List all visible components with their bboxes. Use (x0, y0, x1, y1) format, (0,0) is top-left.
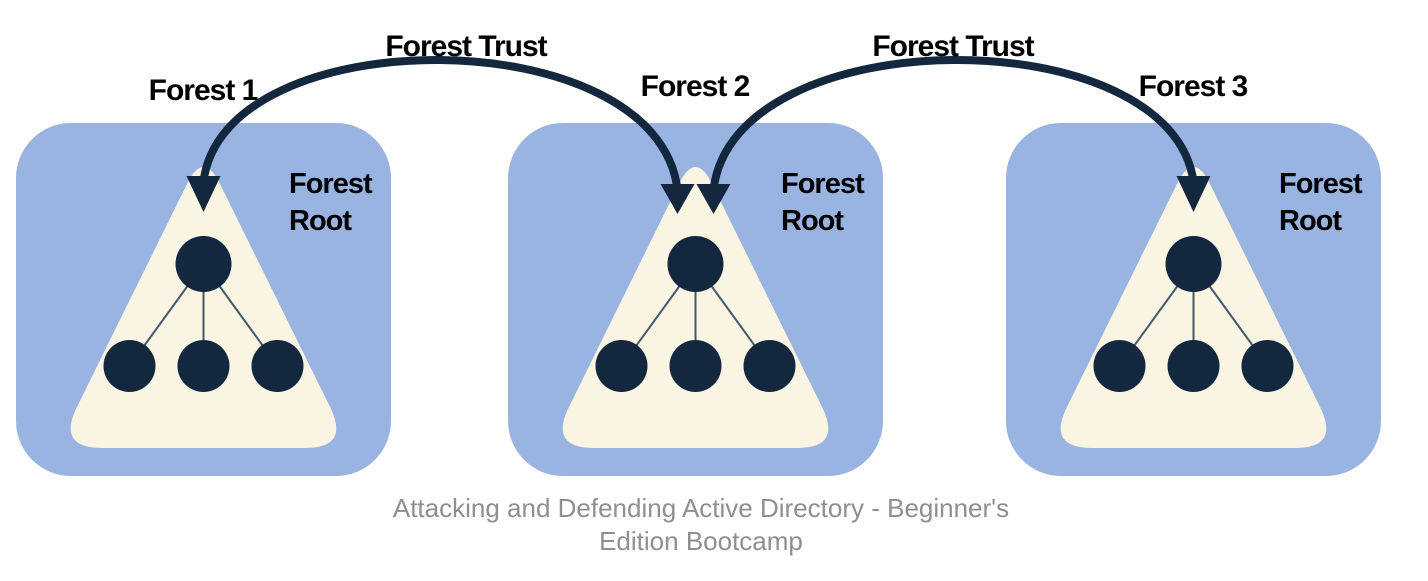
forest-3-root-node (1165, 236, 1222, 292)
forest-1-group (16, 123, 391, 476)
forest-3-child-node (1093, 340, 1146, 392)
forest-3-child-node (1167, 340, 1220, 392)
forest-2-child-node (595, 340, 648, 392)
trust-arrow-2-head-right (1176, 176, 1211, 212)
forest-2-child-node (743, 340, 796, 392)
forest-3-child-node (1241, 340, 1294, 392)
forest-2-child-node (669, 340, 722, 392)
trust-arrow-1-arc (199, 56, 682, 191)
forest-3-root-label: Forest Root (1279, 168, 1363, 237)
forest-2-label: Forest 2 (640, 70, 751, 103)
forest-1-child-node (177, 340, 230, 392)
caption-line-2: Edition Bootcamp (599, 526, 803, 556)
caption-line-1: Attacking and Defending Active Directory… (392, 493, 1010, 523)
forest-1-label: Forest 1 (148, 74, 259, 107)
forest-1-root-node (175, 236, 232, 292)
trust-2-label: Forest Trust (872, 30, 1034, 63)
trust-arrow-2 (696, 56, 1211, 214)
trust-arrow-2-head-left (696, 184, 731, 214)
forest-2-root-label: Forest Root (781, 168, 865, 237)
forest-1-root-label: Forest Root (289, 168, 373, 237)
trust-1-label: Forest Trust (385, 30, 547, 63)
forest-3-group (1006, 123, 1381, 476)
trust-arrow-1-head-right (660, 184, 695, 214)
forest-1-child-node (103, 340, 156, 392)
forest-3-label: Forest 3 (1138, 70, 1249, 103)
forest-1-child-node (251, 340, 304, 392)
forest-2-group (508, 123, 883, 476)
forest-2-root-node (667, 236, 724, 292)
trust-arrow-1-head-left (186, 176, 221, 212)
trust-arrow-1 (186, 56, 695, 214)
trust-arrow-2-arc (709, 56, 1198, 191)
diagram-caption: Attacking and Defending Active Directory… (351, 492, 1051, 558)
